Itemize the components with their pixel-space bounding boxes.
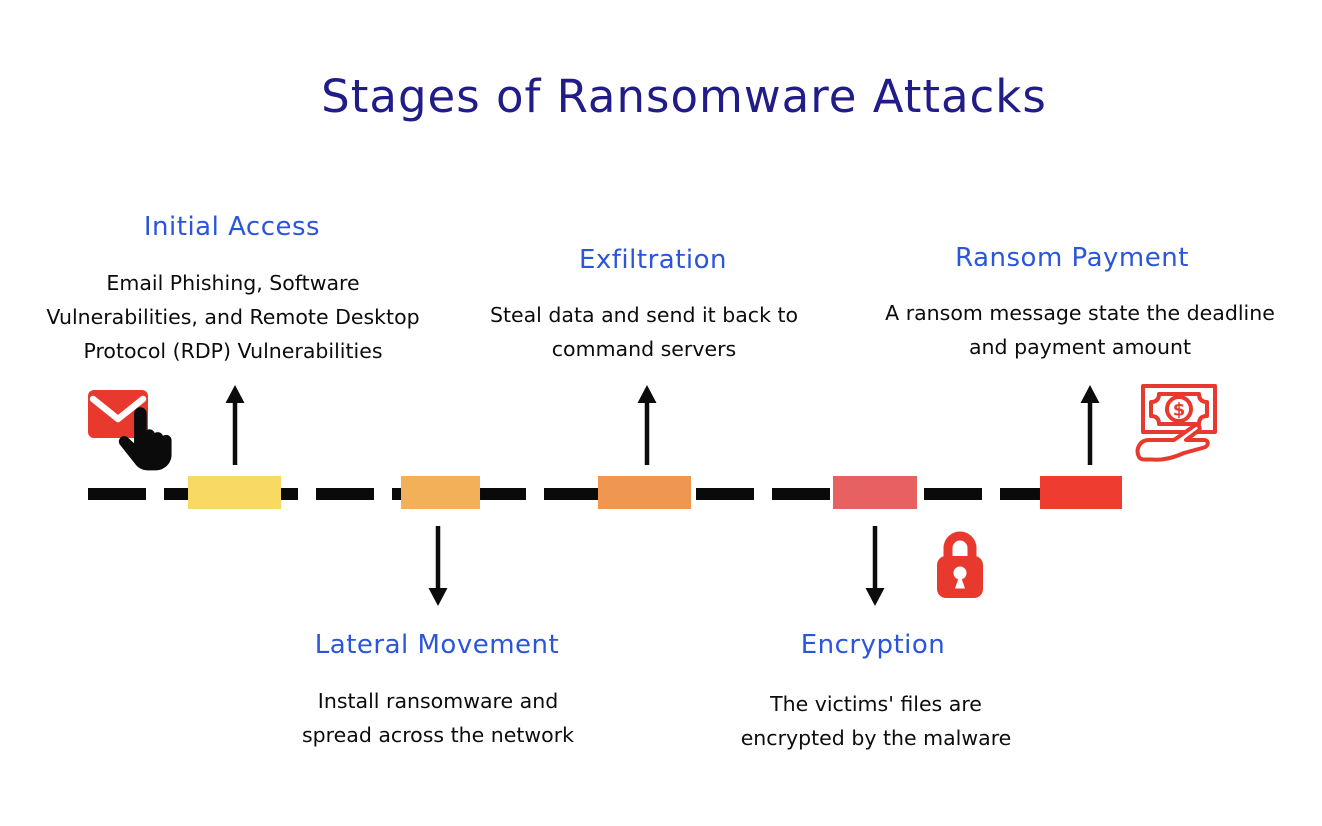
stage-desc-lateral-movement: Install ransomware and spread across the… — [301, 689, 574, 747]
down-arrow-lateral-movement — [428, 526, 448, 606]
hand-cursor-icon — [118, 407, 172, 471]
up-arrow-exfiltration — [637, 385, 657, 465]
stage-title-encryption: Encryption — [800, 630, 946, 660]
timeline-segment-exfiltration — [598, 476, 691, 509]
timeline-segment-encryption — [833, 476, 917, 509]
timeline-segment-initial-access — [188, 476, 281, 509]
email-icon — [88, 390, 148, 438]
dollar-sign: $ — [1173, 400, 1186, 421]
stage-title-ransom-payment: Ransom Payment — [955, 243, 1189, 273]
money-hand-icon: $ — [1135, 384, 1217, 462]
page-title: Stages of Ransomware Attacks — [321, 70, 1047, 123]
stage-desc-ransom-payment: A ransom message state the deadline and … — [885, 301, 1275, 359]
up-arrow-ransom-payment — [1080, 385, 1100, 465]
stage-desc-exfiltration: Steal data and send it back to command s… — [489, 303, 799, 361]
stage-desc-initial-access: Email Phishing, Software Vulnerabilities… — [46, 271, 420, 363]
down-arrow-encryption — [865, 526, 885, 606]
stage-desc-encryption: The victims' files are encrypted by the … — [740, 692, 1012, 750]
stage-title-exfiltration: Exfiltration — [578, 245, 728, 275]
lock-icon — [937, 531, 983, 598]
up-arrow-initial-access — [225, 385, 245, 465]
timeline-segment-ransom-payment — [1040, 476, 1122, 509]
stage-title-lateral-movement: Lateral Movement — [314, 630, 560, 660]
stage-title-initial-access: Initial Access — [143, 212, 321, 242]
timeline-segment-lateral-movement — [401, 476, 480, 509]
